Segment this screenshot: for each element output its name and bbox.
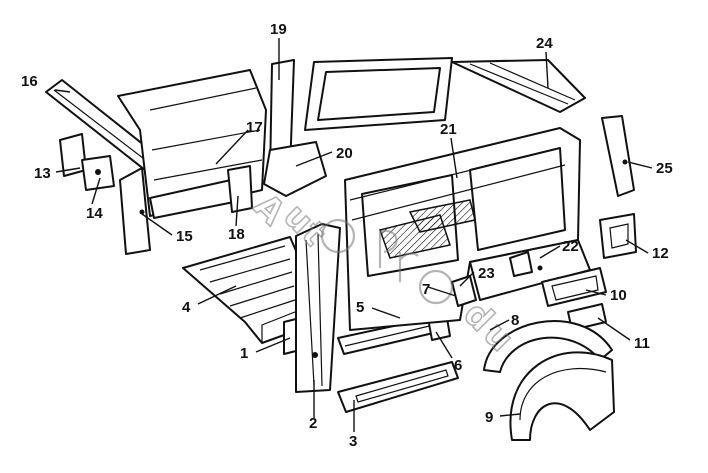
wheel-housing-part-8 xyxy=(483,320,613,373)
callout-3: 3 xyxy=(349,433,357,450)
callout-18: 18 xyxy=(228,226,245,243)
callout-21: 21 xyxy=(440,121,457,138)
floor-panel-part-4 xyxy=(182,236,301,344)
c-pillar-trim-part-25 xyxy=(601,115,635,197)
bracket-part-18 xyxy=(227,165,253,213)
bracket-part-20 xyxy=(263,141,327,197)
callout-20: 20 xyxy=(336,145,353,162)
callout-labels: 1 2 3 4 5 6 7 8 9 10 11 12 13 14 15 16 1… xyxy=(21,21,673,450)
callout-7: 7 xyxy=(422,281,430,298)
bracket-part-23 xyxy=(509,251,533,277)
callout-10: 10 xyxy=(610,287,627,304)
lower-panel-part-3 xyxy=(337,361,459,413)
callout-24: 24 xyxy=(536,35,553,52)
callout-13: 13 xyxy=(34,165,51,182)
callout-25: 25 xyxy=(656,160,673,177)
callout-23: 23 xyxy=(478,265,495,282)
callout-8: 8 xyxy=(511,312,519,329)
callout-6: 6 xyxy=(454,357,462,374)
a-pillar-lower-part-15 xyxy=(119,167,151,255)
roof-rail-part-24 xyxy=(451,59,586,113)
callout-16: 16 xyxy=(21,73,38,90)
callout-12: 12 xyxy=(652,245,669,262)
callout-17: 17 xyxy=(246,119,263,136)
callout-2: 2 xyxy=(309,415,317,432)
mount-block-part-10 xyxy=(541,267,607,307)
b-pillar-part-2 xyxy=(295,223,341,393)
callout-5: 5 xyxy=(356,299,364,316)
callout-15: 15 xyxy=(176,228,193,245)
callout-1: 1 xyxy=(240,345,248,362)
callout-11: 11 xyxy=(634,335,650,352)
bracket-part-12 xyxy=(599,213,637,259)
callout-9: 9 xyxy=(485,409,493,426)
leader-lines xyxy=(54,38,653,432)
wheel-arch-part-9 xyxy=(509,351,615,441)
callout-4: 4 xyxy=(182,299,191,316)
callout-22: 22 xyxy=(562,238,579,255)
callout-14: 14 xyxy=(86,205,103,222)
window-frame xyxy=(304,57,453,131)
callout-19: 19 xyxy=(270,21,287,38)
hinge-bracket-part-14 xyxy=(81,155,115,191)
fitting-part-7 xyxy=(451,275,477,307)
